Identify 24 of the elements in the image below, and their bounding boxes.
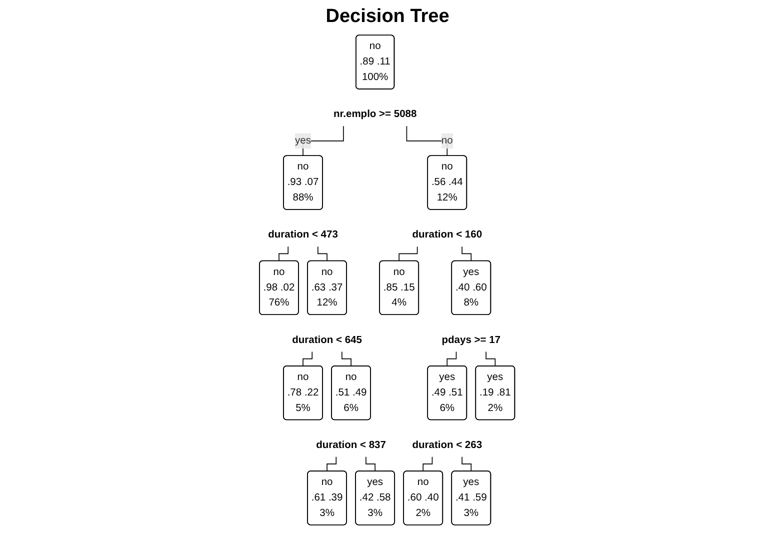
connector [462, 456, 472, 472]
connector [303, 351, 313, 367]
connector [399, 246, 418, 262]
node-text: duration < 645 [292, 334, 362, 346]
edge-label: no [442, 135, 454, 146]
node-text: duration < 263 [412, 440, 482, 451]
node-text: pdays >= 17 [442, 334, 501, 346]
node-text: duration < 837 [316, 440, 386, 451]
node-text: duration < 160 [412, 229, 482, 240]
connector [462, 246, 472, 262]
diagram-title: Decision Tree [324, 6, 450, 28]
connector [406, 126, 448, 156]
connector [279, 246, 289, 262]
connector [303, 126, 344, 156]
node-text: nr.emplo >= 5088 [334, 108, 418, 120]
connector [366, 456, 376, 472]
connector [486, 351, 496, 367]
connector [327, 456, 337, 472]
connector [423, 456, 434, 472]
edge-label: yes [295, 135, 312, 146]
node-text: duration < 473 [268, 229, 338, 240]
connector [342, 351, 352, 367]
connector [447, 351, 458, 367]
connector [318, 246, 328, 262]
